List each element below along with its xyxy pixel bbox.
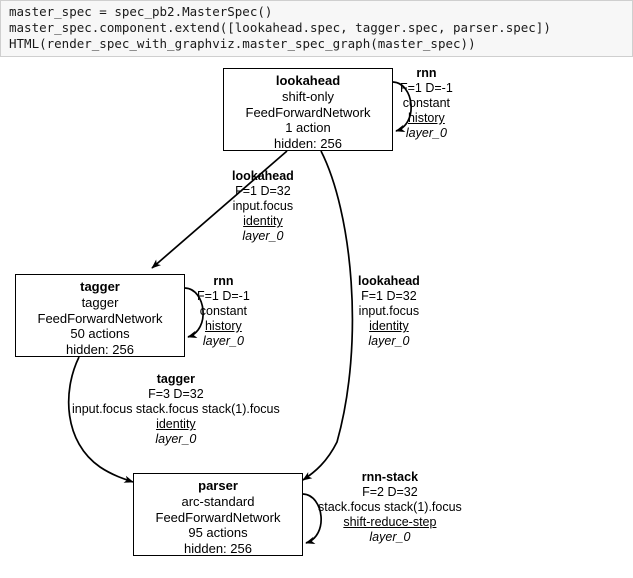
- edge-lookahead-parser: [302, 150, 354, 481]
- node-lookahead-title: lookahead: [275, 73, 341, 88]
- edge-lookahead-rnn: [392, 81, 412, 132]
- node-lookahead-network: FeedForwardNetwork: [245, 104, 371, 120]
- edge-label-translator: history: [204, 319, 242, 333]
- edge-label-translator: identity: [156, 417, 196, 431]
- edge-label-layer: layer_0: [405, 126, 447, 140]
- edge-lookahead-tagger: [151, 150, 288, 269]
- code-cell[interactable]: master_spec = spec_pb2.MasterSpec() mast…: [0, 0, 633, 57]
- edge-label-features: stack.focus stack(1).focus: [318, 500, 462, 514]
- node-parser-actions: 95 actions: [188, 525, 248, 541]
- edge-label-features: input.focus stack.focus stack(1).focus: [72, 402, 280, 416]
- node-lookahead[interactable]: lookahead shift-only FeedForwardNetwork …: [223, 68, 393, 151]
- node-tagger-network: FeedForwardNetwork: [37, 310, 163, 326]
- node-tagger-title: tagger: [80, 279, 120, 294]
- edge-parser-rnnstack: [302, 493, 322, 544]
- edge-label-fd: F=1 D=-1: [197, 289, 250, 303]
- edge-label-fd: F=1 D=-1: [400, 81, 453, 95]
- node-lookahead-actions: 1 action: [285, 120, 331, 136]
- edge-label-features: constant: [199, 304, 248, 318]
- edge-label-tagger-parser: tagger F=3 D=32 input.focus stack.focus …: [72, 372, 280, 447]
- code-line-2: master_spec.component.extend([lookahead.…: [9, 20, 551, 35]
- edge-label-fd: F=1 D=32: [235, 184, 291, 198]
- edge-label-translator: identity: [243, 214, 283, 228]
- edge-label-translator: shift-reduce-step: [343, 515, 437, 529]
- edge-label-layer: layer_0: [368, 334, 410, 348]
- node-tagger-transition-system: tagger: [81, 295, 119, 310]
- node-parser-transition-system: arc-standard: [181, 494, 255, 509]
- edge-label-name: tagger: [156, 372, 195, 386]
- edge-label-name: lookahead: [232, 169, 294, 183]
- edge-label-layer: layer_0: [369, 530, 411, 544]
- graph-edge-layer: [67, 81, 412, 544]
- code-line-3: HTML(render_spec_with_graphviz.master_sp…: [9, 36, 476, 51]
- edge-label-lookahead-rnn: rnn F=1 D=-1 constant history layer_0: [400, 66, 453, 141]
- edge-label-translator: identity: [369, 319, 409, 333]
- edge-label-translator: history: [407, 111, 445, 125]
- node-parser-hidden: hidden: 256: [184, 540, 252, 556]
- edge-label-parser-rnnstack: rnn-stack F=2 D=32 stack.focus stack(1).…: [318, 470, 462, 545]
- edge-label-name: lookahead: [358, 274, 420, 288]
- edge-label-lookahead-parser: lookahead F=1 D=32 input.focus identity …: [358, 274, 420, 349]
- edge-label-features: input.focus: [232, 199, 294, 213]
- master-spec-graph: lookahead shift-only FeedForwardNetwork …: [0, 52, 633, 578]
- node-parser-title: parser: [198, 478, 238, 493]
- edge-label-layer: layer_0: [202, 334, 244, 348]
- edge-label-name: rnn: [416, 66, 437, 80]
- node-lookahead-transition-system: shift-only: [281, 89, 335, 104]
- edge-label-layer: layer_0: [242, 229, 284, 243]
- node-parser-network: FeedForwardNetwork: [155, 509, 281, 525]
- edge-label-layer: layer_0: [155, 432, 197, 446]
- node-parser[interactable]: parser arc-standard FeedForwardNetwork 9…: [133, 473, 303, 556]
- edge-label-tagger-rnn: rnn F=1 D=-1 constant history layer_0: [197, 274, 250, 349]
- edge-tagger-rnn: [184, 287, 204, 338]
- edge-label-features: constant: [402, 96, 451, 110]
- edge-label-fd: F=3 D=32: [148, 387, 204, 401]
- node-tagger-actions: 50 actions: [70, 326, 130, 342]
- node-tagger[interactable]: tagger tagger FeedForwardNetwork 50 acti…: [15, 274, 185, 357]
- edge-label-lookahead-tagger: lookahead F=1 D=32 input.focus identity …: [232, 169, 294, 244]
- edge-label-fd: F=1 D=32: [361, 289, 417, 303]
- node-lookahead-hidden: hidden: 256: [274, 135, 342, 151]
- edge-label-features: input.focus: [358, 304, 420, 318]
- code-line-1: master_spec = spec_pb2.MasterSpec(): [9, 4, 273, 19]
- edge-label-name: rnn: [213, 274, 234, 288]
- edge-label-fd: F=2 D=32: [362, 485, 418, 499]
- edge-tagger-parser: [67, 356, 134, 483]
- edge-label-name: rnn-stack: [361, 470, 419, 484]
- node-tagger-hidden: hidden: 256: [66, 341, 134, 357]
